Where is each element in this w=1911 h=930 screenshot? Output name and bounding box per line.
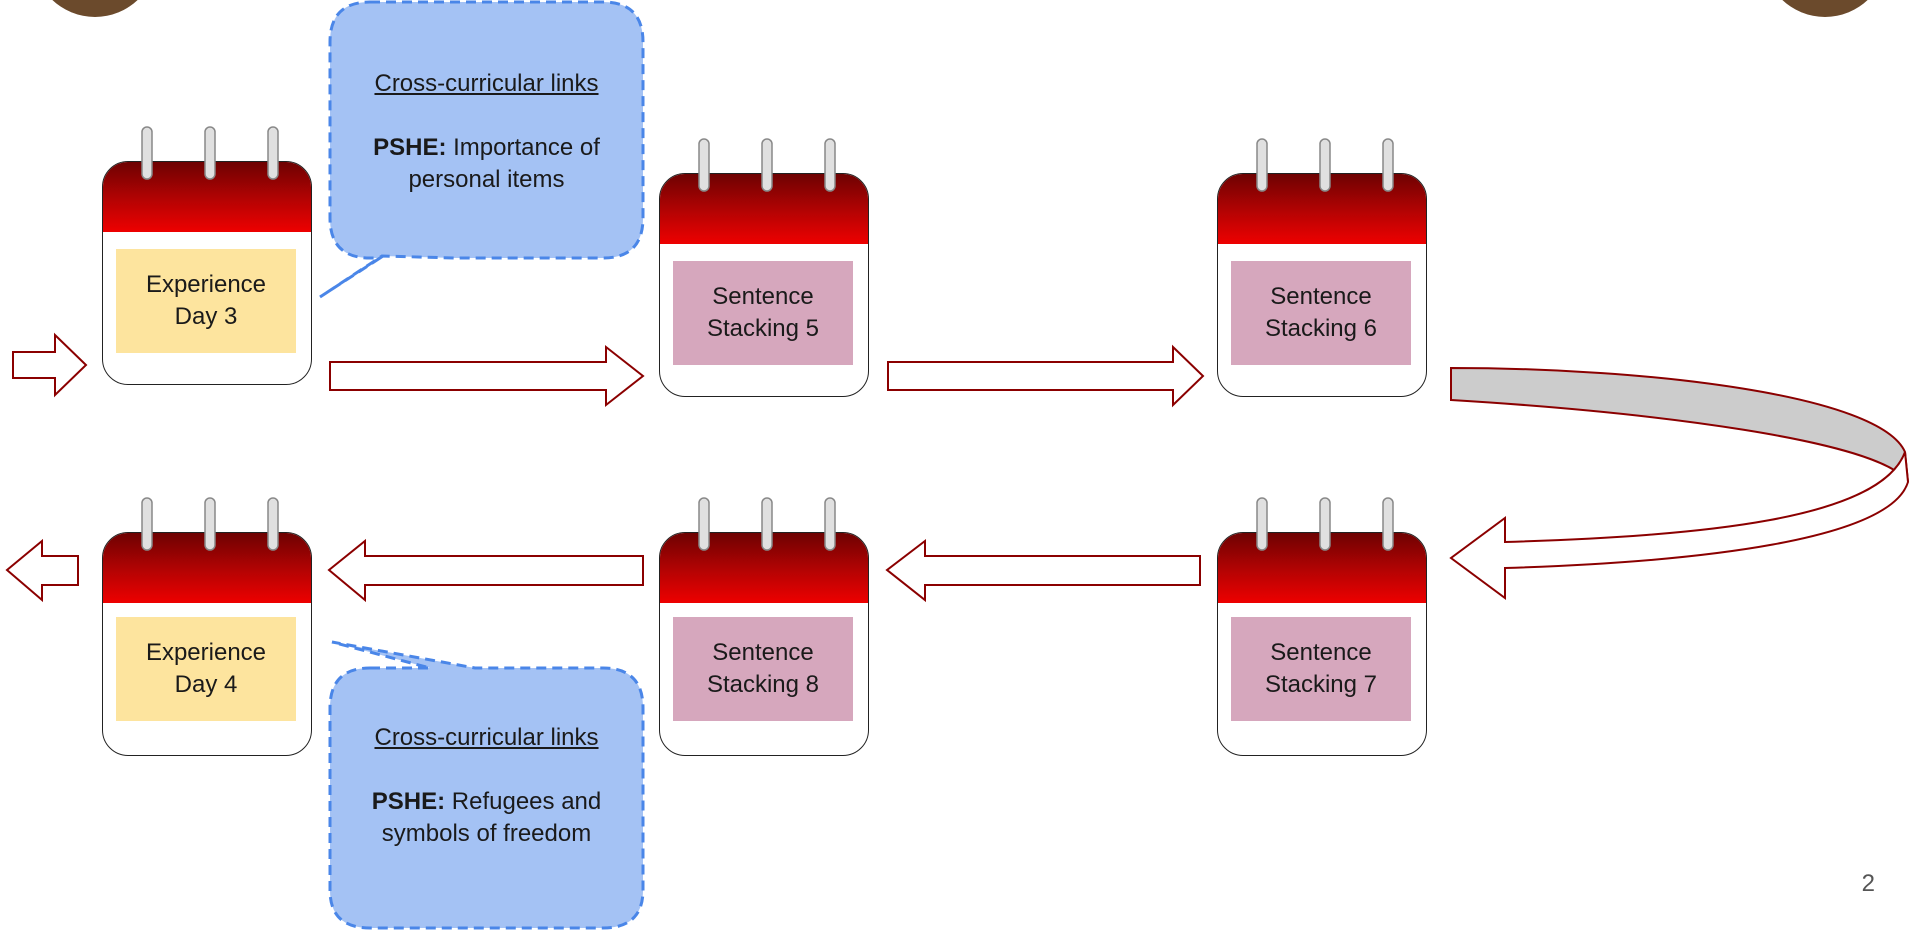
callout-bottom-heading: Cross-curricular links [374,724,599,751]
calendar-rings [141,126,279,180]
arrow-curved-uturn [1450,366,1909,483]
callout-top-heading: Cross-curricular links [374,70,599,97]
arrow-exp3-to-ss5 [329,344,645,408]
arrow-ss8-to-exp4 [327,538,644,603]
arrow-curved-return [1449,451,1910,600]
callout-top: Cross-curricular links PSHE: Importance … [345,68,628,196]
callout-bottom-text: Refugees and symbols of freedom [381,788,602,847]
callout-top-text: Importance of personal items [408,134,600,193]
calendar-rings [141,497,279,551]
corner-decoration-right [1782,0,1868,17]
calendar-rings [1256,138,1394,192]
arrow-ss7-to-ss8 [885,538,1201,603]
callout-top-shape [319,0,645,299]
callout-bottom: Cross-curricular links PSHE: Refugees an… [355,722,618,850]
arrow-entry [12,332,88,398]
calendar-rings [698,138,836,192]
page-number: 2 [1861,870,1875,897]
calendar-rings [698,497,836,551]
arrow-ss5-to-ss6 [887,344,1205,408]
callout-bottom-shape [328,640,645,930]
calendar-rings [1256,497,1394,551]
callout-bottom-subject: PSHE: [371,788,446,815]
arrow-exit [5,538,79,603]
callout-top-subject: PSHE: [373,134,447,161]
corner-decoration-left [52,0,138,17]
